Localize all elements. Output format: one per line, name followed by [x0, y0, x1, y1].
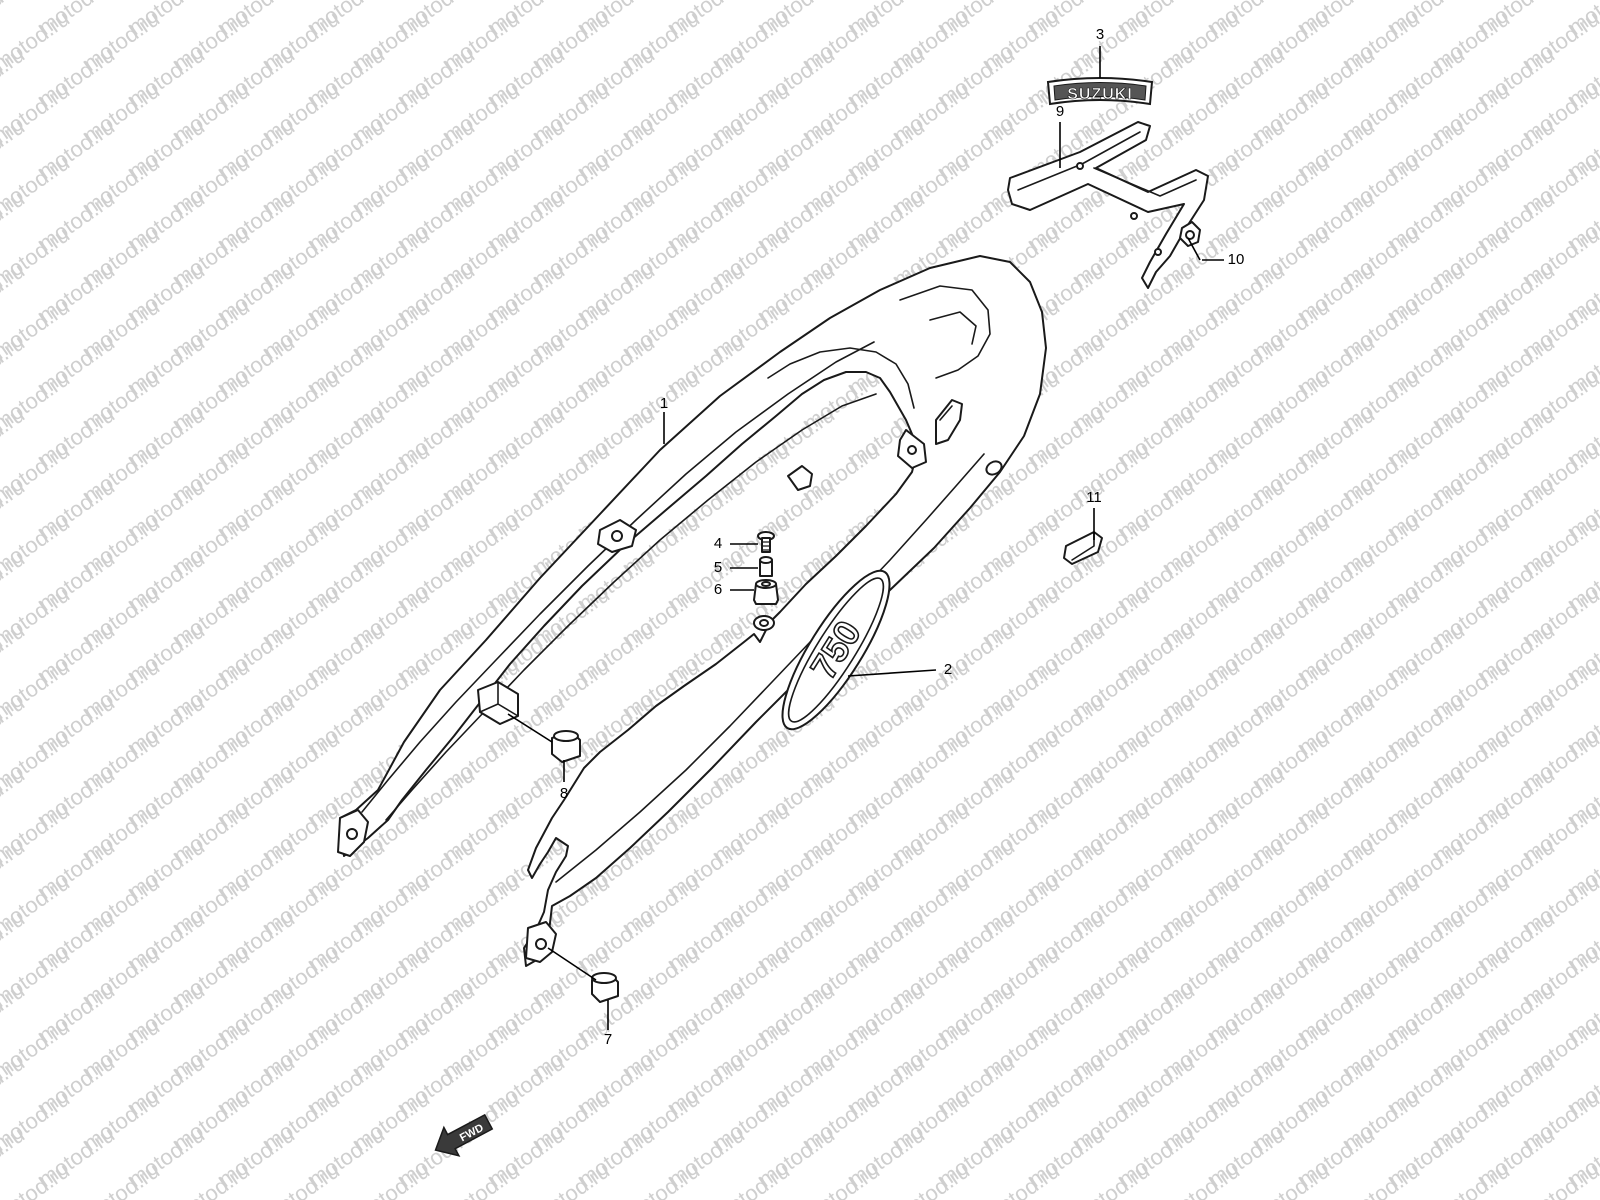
watermark-text: motod.ru: [1519, 1158, 1600, 1200]
callout-4: 4: [714, 535, 722, 552]
watermark-text: motod.ru: [709, 1158, 794, 1200]
watermark-text: motod.ru: [259, 1158, 344, 1200]
watermark-text: motod.ru: [619, 1158, 704, 1200]
cushion-upper: [551, 730, 581, 763]
watermark-text: motod.ru: [1339, 1158, 1424, 1200]
clip-nut: [1179, 221, 1201, 247]
watermark-text: motod.ru: [169, 1158, 254, 1200]
callout-2: 2: [944, 661, 952, 678]
callout-9: 9: [1056, 103, 1064, 120]
watermark-text: motod.ru: [79, 1158, 164, 1200]
callout-3: 3: [1096, 26, 1104, 43]
rear-bracket: [1007, 121, 1209, 289]
grommet: [753, 579, 779, 605]
suzuki-emblem-text: SUZUKI: [1067, 86, 1133, 103]
watermark-text: motod.ru: [979, 1158, 1064, 1200]
callout-5: 5: [714, 559, 722, 576]
callout-1: 1: [660, 395, 668, 412]
callout-10: 10: [1228, 251, 1245, 268]
watermark-text: motod.ru: [799, 1158, 884, 1200]
callout-8: 8: [560, 785, 568, 802]
watermark-text: motod.ru: [1429, 1158, 1514, 1200]
watermark-text: motod.ru: [349, 1158, 434, 1200]
watermark-text: motod.ru: [0, 1158, 74, 1200]
watermark-text: motod.ru: [889, 1158, 974, 1200]
fwd-arrow-icon: FWD: [434, 1113, 494, 1157]
screw: [757, 531, 775, 553]
watermark-text: motod.ru: [1249, 1158, 1334, 1200]
watermark-text: motod.ru: [1159, 1158, 1244, 1200]
leader-lines: [507, 46, 1224, 1030]
callout-6: 6: [714, 581, 722, 598]
callout-11: 11: [1086, 489, 1102, 506]
collar: [759, 556, 773, 577]
seat-tail-cover: [337, 255, 1047, 967]
callout-labels: 1 2 3 4 5 6 7 8 9 10 11: [560, 26, 1245, 1048]
callout-7: 7: [604, 1031, 612, 1048]
watermark-text: motod.ru: [1069, 1158, 1154, 1200]
cushion-lower: [591, 972, 619, 1003]
watermark-text: motod.ru: [439, 1158, 524, 1200]
suzuki-emblem: SUZUKI: [1046, 77, 1154, 106]
watermark-text: motod.ru: [529, 1158, 614, 1200]
